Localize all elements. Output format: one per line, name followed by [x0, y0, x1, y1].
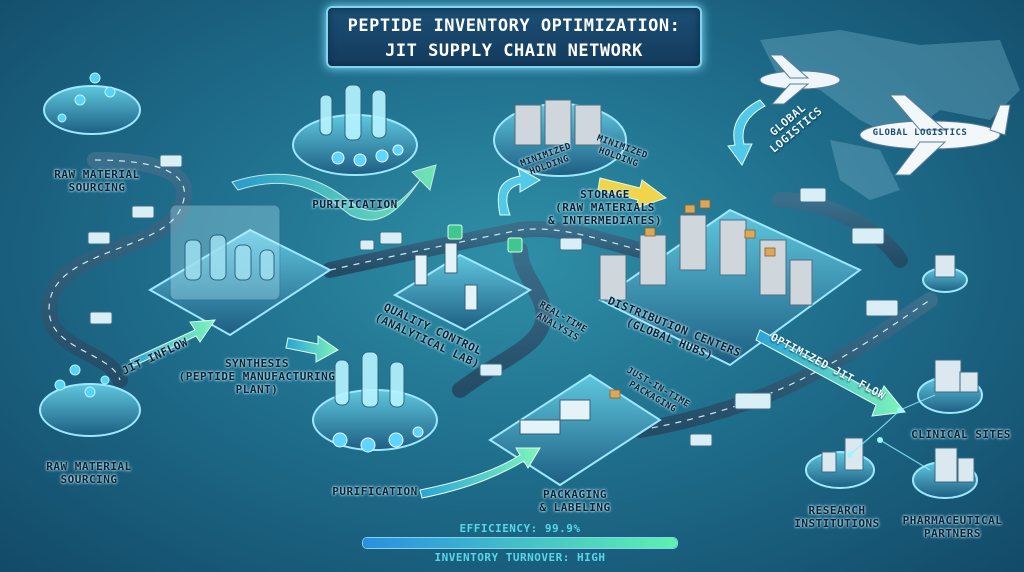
flow-arrows — [129, 99, 906, 499]
airplane-large — [859, 94, 1011, 176]
efficiency-label: EFFICIENCY: 99.9% — [459, 522, 581, 535]
airplane-small — [759, 54, 841, 105]
boxes — [609, 199, 776, 399]
building-details — [169, 84, 405, 408]
title-banner: PEPTIDE INVENTORY OPTIMIZATION: JIT SUPP… — [326, 6, 702, 68]
label-plane-text: GLOBAL LOGISTICS — [872, 128, 968, 138]
title-line-2: JIT SUPPLY CHAIN NETWORK — [385, 41, 643, 61]
world-map — [760, 30, 1020, 200]
label-purification-bottom: PURIFICATION — [332, 485, 418, 498]
turnover-label: INVENTORY TURNOVER: HIGH — [434, 551, 606, 564]
network-nodes — [847, 407, 903, 458]
check-badges — [447, 224, 523, 253]
label-clinical-sites: CLINICAL SITES — [911, 428, 1011, 441]
shelving — [514, 99, 813, 306]
droplets — [331, 144, 424, 453]
label-pharma: PHARMACEUTICAL PARTNERS — [902, 514, 1003, 540]
label-research: RESEARCH INSTITUTIONS — [794, 504, 880, 530]
label-raw-material-bottom: RAW MATERIAL SOURCING — [46, 460, 132, 486]
title-line-1: PEPTIDE INVENTORY OPTIMIZATION: — [347, 16, 681, 36]
label-synthesis: SYNTHESIS (PEPTIDE MANUFACTURING PLANT) — [178, 357, 336, 396]
efficiency-bar — [362, 537, 678, 549]
label-packaging: PACKAGING & LABELING — [539, 488, 611, 514]
efficiency-bar-fill — [363, 538, 677, 548]
hospital-buildings — [821, 254, 979, 483]
lab-equipment — [414, 242, 591, 435]
label-raw-material-top: RAW MATERIAL SOURCING — [54, 168, 140, 194]
molecules — [54, 72, 116, 398]
road-dashes — [48, 159, 931, 431]
label-purification-top: PURIFICATION — [312, 198, 398, 211]
trucks — [87, 154, 899, 447]
label-storage: STORAGE (RAW MATERIALS & INTERMEDIATES) — [548, 188, 662, 227]
network-links — [849, 394, 936, 471]
